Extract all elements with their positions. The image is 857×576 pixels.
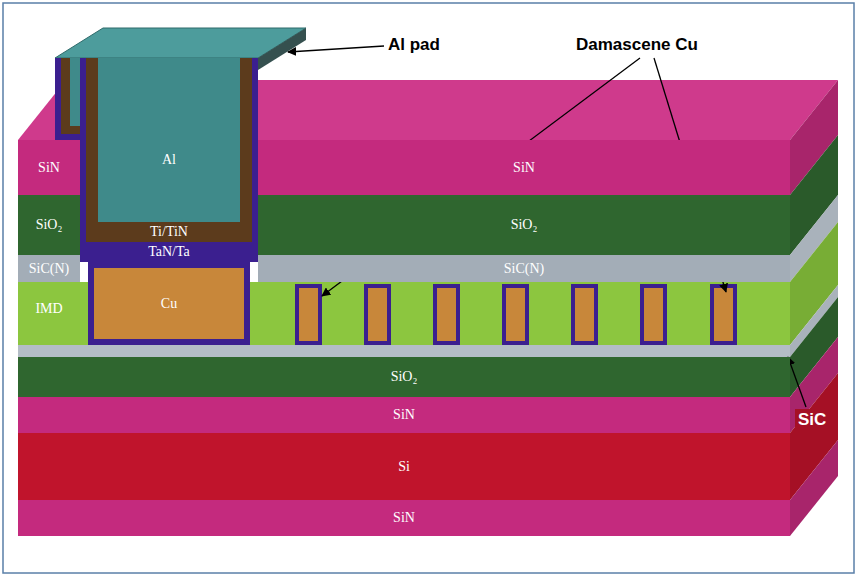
text-holder: Ti/TiN <box>86 222 252 242</box>
layer-band: SiO₂ <box>258 195 790 255</box>
layer-band: SiN <box>18 140 80 195</box>
layer-band: SiN <box>18 500 790 536</box>
text-holder: SiO₂ <box>18 357 790 397</box>
layer-band: SiN <box>258 140 790 195</box>
layer-label: SiN <box>513 160 535 175</box>
pad-overhang <box>61 58 80 134</box>
cu-line <box>712 286 735 343</box>
liner-layer: AlTi/TiN <box>86 58 252 242</box>
cu-line <box>435 286 458 343</box>
text-holder: SiO₂ <box>18 195 80 255</box>
text-holder: SiN <box>18 500 790 536</box>
cu-line <box>297 286 320 343</box>
text-holder: TaN/Ta <box>80 242 258 262</box>
layer-label: SiC(N) <box>504 261 544 276</box>
imd-layer: Cu IMD <box>18 282 790 345</box>
layer-label: Al <box>162 152 176 167</box>
layer-band: SiO₂ <box>18 195 80 255</box>
cu-line <box>642 286 665 343</box>
text-holder: Al <box>98 118 240 202</box>
al-pad-body: Al <box>98 58 240 222</box>
layer-label: SiO₂ <box>511 217 538 232</box>
layer-label: SiN <box>393 510 415 525</box>
cu-line <box>504 286 527 343</box>
pad-side-face <box>258 28 306 70</box>
layer-label: SiN <box>393 407 415 422</box>
layer-label: TaN/Ta <box>148 244 190 259</box>
leader-line <box>288 46 384 52</box>
text-holder: SiN <box>258 140 790 195</box>
text-holder: SiC(N) <box>18 255 80 282</box>
damascene-lines <box>297 286 735 343</box>
text-holder: SiN <box>18 397 790 433</box>
text-holder: Si <box>18 433 790 500</box>
figure-frame <box>3 3 854 573</box>
sic-band <box>18 345 790 357</box>
text-holder: SiC(N) <box>258 255 790 282</box>
layer-label: SiO₂ <box>36 217 63 232</box>
layer-band: SiO₂ <box>18 357 790 397</box>
barrier-layer: AlTi/TiN TaN/Ta <box>80 58 258 262</box>
text-holder: SiN <box>18 140 80 195</box>
layer-label: Cu <box>161 296 177 311</box>
layer-label: SiO₂ <box>391 369 418 384</box>
layer-band: SiC(N) <box>18 255 80 282</box>
layer-label: IMD <box>35 301 62 316</box>
text-holder: IMD <box>18 282 80 335</box>
callout-label: Damascene Cu <box>576 35 698 55</box>
callout-label: SiC <box>795 409 829 431</box>
layer-label: SiC(N) <box>29 261 69 276</box>
layer-band: SiN <box>18 397 790 433</box>
pad-overhang <box>70 58 80 126</box>
callout-label: Al pad <box>388 35 440 55</box>
text-holder: SiO₂ <box>258 195 790 255</box>
substrate-band: Si <box>18 433 790 500</box>
layer-label: Si <box>398 459 410 474</box>
text-holder: Cu <box>94 268 244 339</box>
layer-label: SiN <box>38 160 60 175</box>
pad-overhang <box>55 58 80 140</box>
cu-line <box>366 286 389 343</box>
side-face <box>790 440 838 536</box>
layer-label: Ti/TiN <box>150 224 188 239</box>
leader-line <box>788 357 806 407</box>
cu-block: Cu <box>88 262 250 345</box>
layer-band: SiC(N) <box>258 255 790 282</box>
cu-line <box>573 286 596 343</box>
